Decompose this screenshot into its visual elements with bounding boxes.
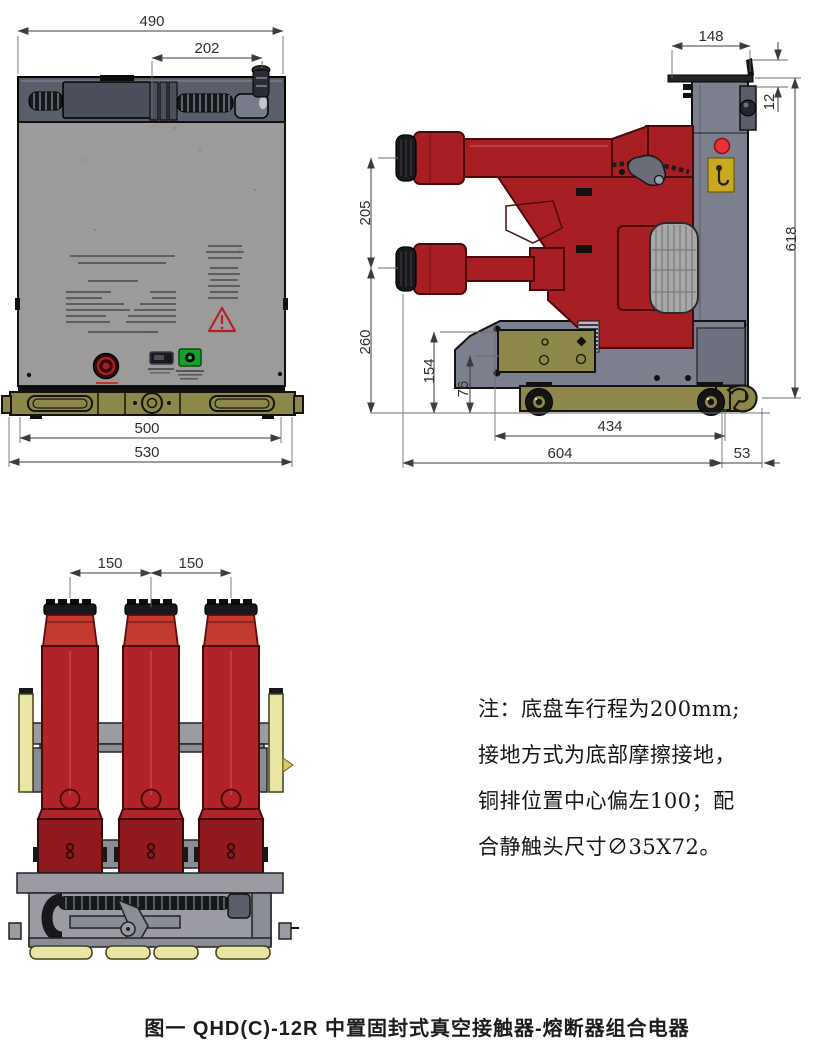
column-foot-panel xyxy=(696,327,746,386)
nameplate-label xyxy=(66,255,176,333)
foot xyxy=(30,415,42,419)
body-panel-line xyxy=(505,200,563,244)
pole-chassis-base xyxy=(8,872,299,960)
side-view: 148 12 618 205 260 154 76 4 xyxy=(357,28,801,468)
panel-side-latch xyxy=(15,298,20,310)
warning-triangle-icon xyxy=(207,306,237,333)
dim-side-bushing-pitch: 205 xyxy=(357,200,374,225)
dim-side-bracket-offset: 12 xyxy=(761,94,778,111)
drive-box xyxy=(62,81,152,119)
base-handle xyxy=(215,945,271,960)
note-block: 注：底盘车行程为200mm; 接地方式为底部摩擦接地， 铜排位置中心偏左100；… xyxy=(478,686,778,870)
handle-right xyxy=(209,395,275,412)
interlock-port xyxy=(141,392,163,414)
pole-3 xyxy=(193,598,269,874)
dim-side-overall-depth: 604 xyxy=(547,445,572,462)
note-line-3: 铜排位置中心偏左100；配 xyxy=(478,789,735,813)
latch-mechanism xyxy=(611,154,690,186)
rear-roller xyxy=(739,99,757,117)
side-plate-tab xyxy=(282,757,294,773)
wheel-rear xyxy=(697,388,725,416)
chassis-truck xyxy=(519,382,758,416)
dim-front-base-width: 500 xyxy=(134,420,159,437)
base-side-tab-right xyxy=(278,922,292,940)
wheel-front xyxy=(525,388,553,416)
mounting-plate xyxy=(493,325,596,377)
dim-front-overall-width: 530 xyxy=(134,444,159,461)
dim-side-bracket-width: 148 xyxy=(698,28,723,45)
counter-display xyxy=(148,351,174,374)
operation-knob xyxy=(92,352,120,388)
upper-bushing-collar xyxy=(413,131,465,185)
cable-coil-bend xyxy=(41,893,64,943)
front-view: 490 202 500 530 xyxy=(1,13,304,467)
upper-bushing-cylinder xyxy=(461,138,613,178)
base-end-panel xyxy=(251,892,272,946)
link-bar xyxy=(149,81,159,121)
pole-2 xyxy=(113,598,189,874)
note-line-2: 接地方式为底部摩擦接地， xyxy=(478,743,736,767)
base-end-cap-left xyxy=(1,395,12,414)
panel-side-latch xyxy=(283,298,288,310)
spring-coil-right xyxy=(176,93,234,113)
dim-front-operator-offset: 202 xyxy=(194,40,219,57)
dim-side-rear-overhang: 53 xyxy=(734,445,751,462)
indicator-button xyxy=(713,137,731,155)
pole-1 xyxy=(32,598,108,874)
dim-side-plate-height: 154 xyxy=(421,358,438,383)
panel-bottom-band xyxy=(18,386,285,393)
dim-pole-pitch-left: 150 xyxy=(97,555,122,572)
dim-front-top-width: 490 xyxy=(139,13,164,30)
side-dimensions: 148 12 618 205 260 154 76 4 xyxy=(357,28,801,468)
foot xyxy=(262,415,274,419)
lower-bushing-shaft xyxy=(463,256,535,282)
dim-pole-pitch-right: 150 xyxy=(178,555,203,572)
cable-connector xyxy=(227,893,251,919)
lower-bushing-inner-collar xyxy=(529,247,565,291)
fuse-canister xyxy=(649,222,699,314)
top-bracket xyxy=(667,74,754,83)
pole-view: 150 150 xyxy=(8,555,299,960)
base-side-tab-left xyxy=(8,922,22,940)
housing-tab xyxy=(100,75,134,81)
base-flange xyxy=(16,872,284,894)
base-frame xyxy=(1,386,304,419)
figure-caption: 图一 QHD(C)-12R 中置固封式真空接触器-熔断器组合电器 xyxy=(144,1018,690,1040)
cable-coil xyxy=(58,896,230,910)
base-handle xyxy=(105,945,151,960)
front-dimensions: 490 202 500 530 xyxy=(8,13,293,467)
base-lip xyxy=(28,937,272,948)
dim-side-lower-bushing-height: 260 xyxy=(357,329,374,354)
dim-side-chassis-length: 434 xyxy=(597,418,622,435)
hook-icon xyxy=(716,165,730,186)
grounding-hook xyxy=(726,384,758,413)
note-line-1: 注：底盘车行程为200mm; xyxy=(478,697,740,721)
dim-side-overall-height: 618 xyxy=(783,226,800,251)
link-bar xyxy=(168,81,178,121)
handle-left xyxy=(27,395,93,412)
base-handle xyxy=(29,945,93,960)
front-panel xyxy=(17,121,286,387)
position-indicator xyxy=(176,348,204,380)
pole-dimensions: 150 150 xyxy=(69,555,232,607)
hook-label xyxy=(707,157,735,193)
base-end-cap-right xyxy=(293,395,304,414)
dim-side-plate-offset: 76 xyxy=(455,381,472,398)
link-bar xyxy=(159,81,168,121)
side-plate-right xyxy=(268,693,284,793)
lifting-bolt xyxy=(252,69,270,98)
base-handle xyxy=(153,945,199,960)
side-plate-left xyxy=(18,693,34,793)
lower-bushing-collar xyxy=(413,243,467,295)
note-line-4: 合静触头尺寸∅35X72。 xyxy=(478,835,721,859)
warning-label xyxy=(206,245,244,333)
